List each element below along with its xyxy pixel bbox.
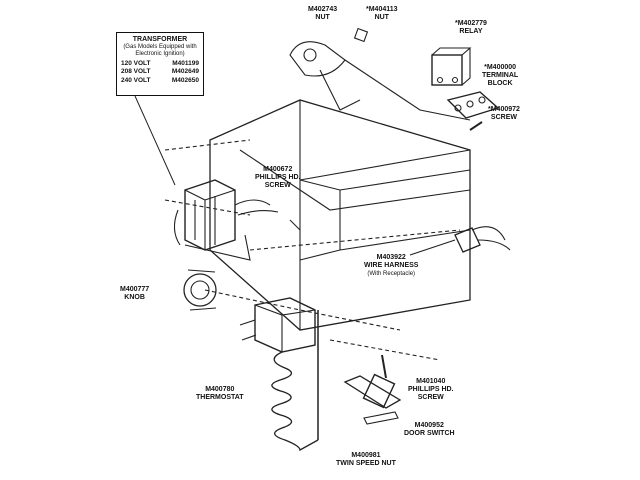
transformer-row: 240 VOLT M402650	[121, 76, 199, 84]
transformer-subtitle: (Gas Models Equipped with Electronic Ign…	[123, 43, 197, 58]
transformer-row: 208 VOLT M402649	[121, 68, 199, 75]
transformer-title: TRANSFORMER	[132, 36, 188, 43]
transformer-row: 120 VOLT M401199	[121, 59, 199, 67]
transformer-table: TRANSFORMER (Gas Models Equipped with El…	[116, 32, 204, 96]
